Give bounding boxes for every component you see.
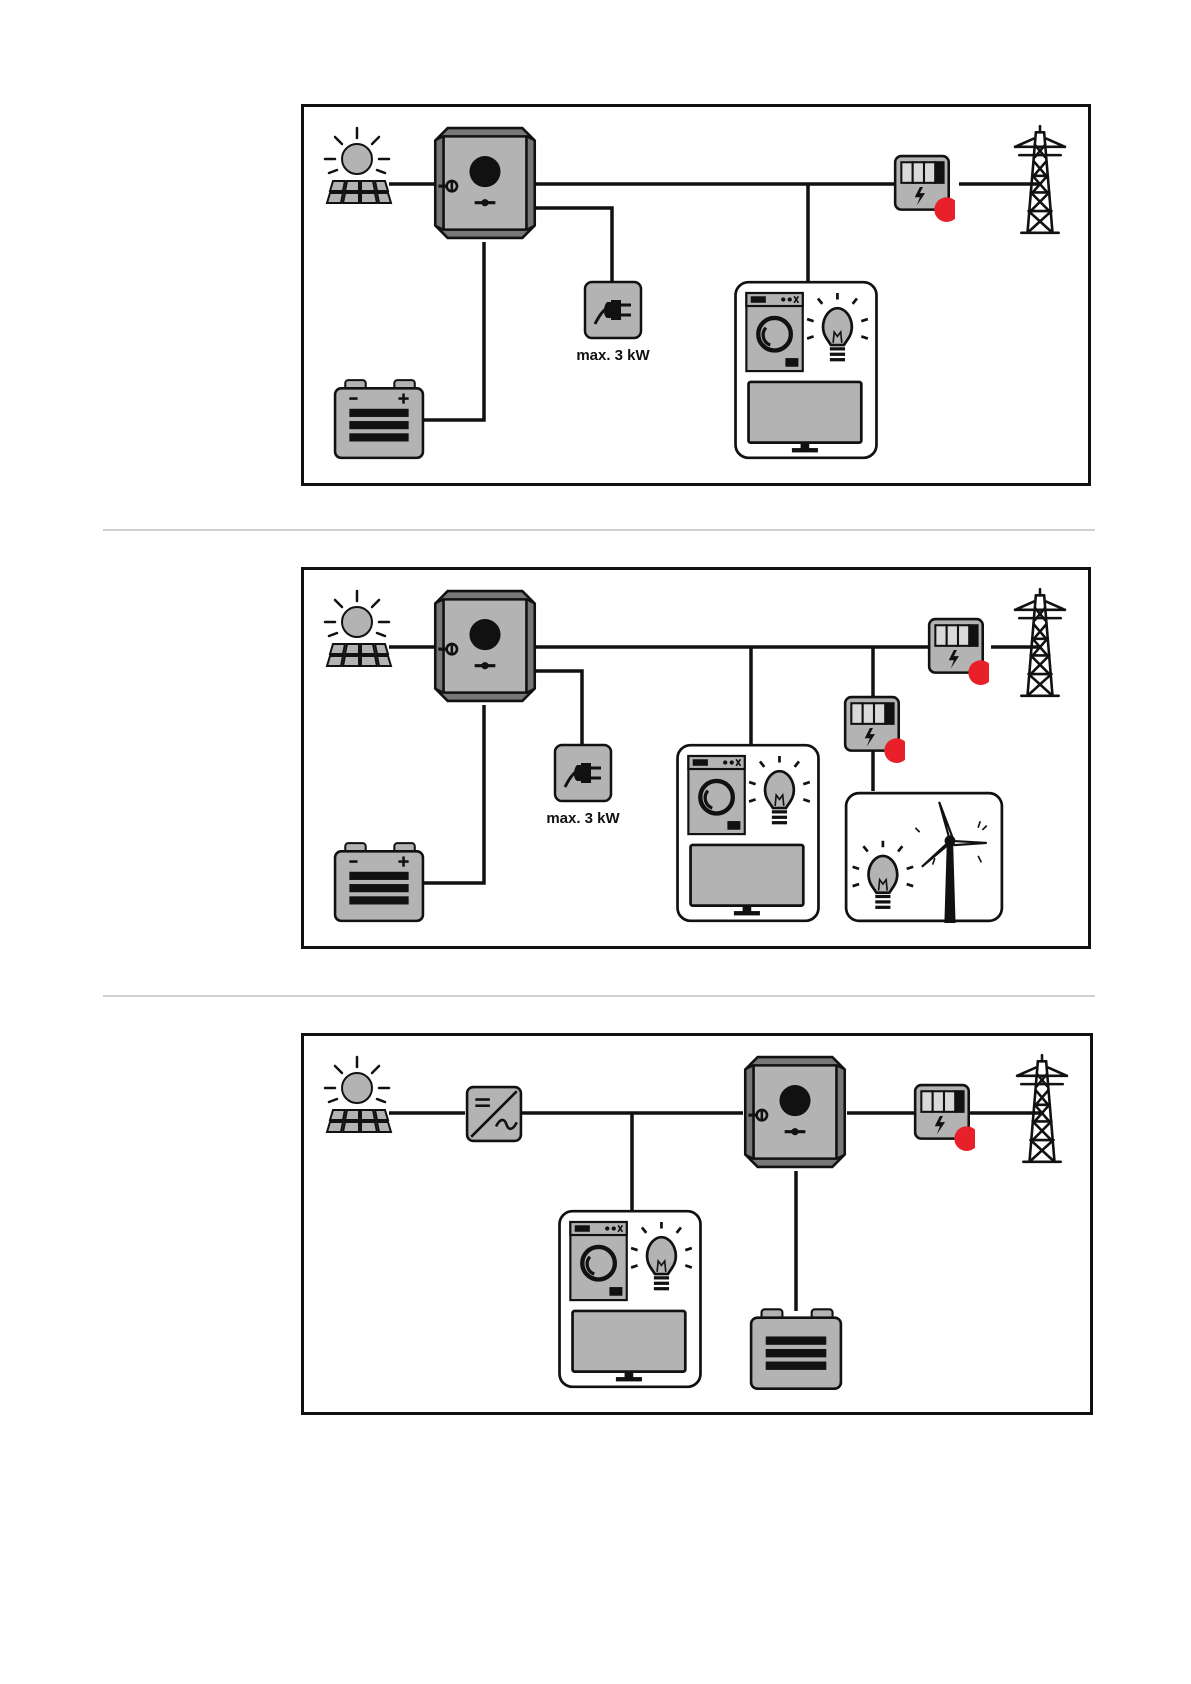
battery-icon <box>751 1309 841 1388</box>
separator <box>103 995 1095 997</box>
household-loads-icon <box>736 282 877 458</box>
hybrid-inverter-icon <box>435 128 534 238</box>
household-loads-icon <box>678 745 819 921</box>
household-loads-icon <box>560 1211 701 1387</box>
outlet-power-label: max. 3 kW <box>546 810 620 827</box>
battery-icon <box>335 843 423 921</box>
outlet-power-label: max. 3 kW <box>576 347 650 364</box>
pv-inverter-icon <box>467 1087 521 1141</box>
diagram-1: max. 3 kW <box>301 104 1091 486</box>
battery-icon <box>335 380 423 458</box>
separator <box>103 529 1095 531</box>
hybrid-inverter-icon <box>745 1057 844 1167</box>
diagram-2: max. 3 kW <box>301 567 1091 949</box>
hybrid-inverter-icon <box>435 591 534 701</box>
emergency-outlet-icon <box>585 282 641 338</box>
diagram-3 <box>301 1033 1093 1415</box>
emergency-outlet-icon <box>555 745 611 801</box>
